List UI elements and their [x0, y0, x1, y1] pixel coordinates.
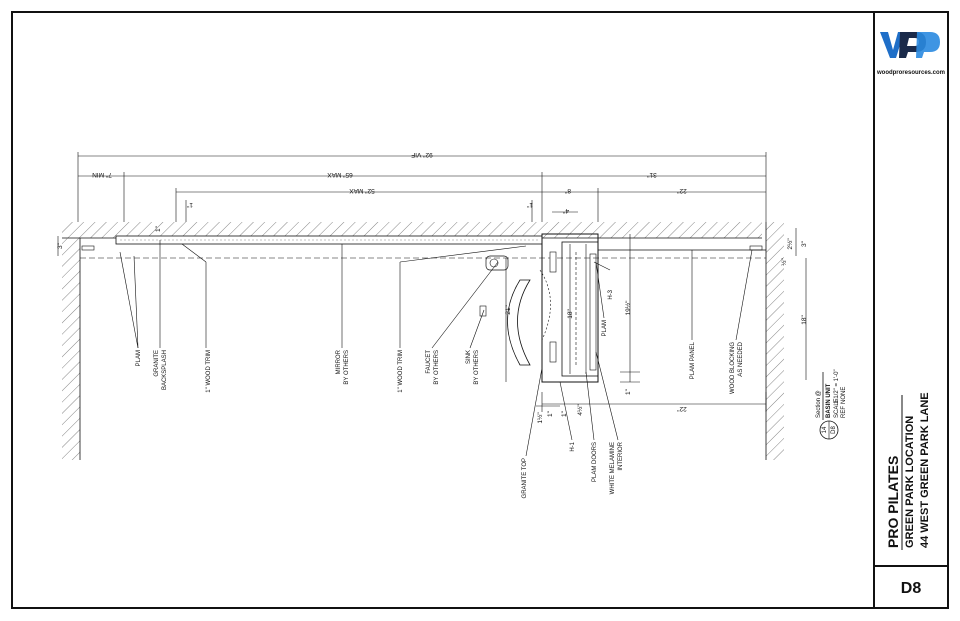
outer-border — [11, 11, 949, 609]
dim-max-65: 65" MAX — [327, 171, 353, 178]
label-h1: H-1 — [570, 441, 576, 451]
dim-min-left: 7" MIN — [92, 171, 112, 178]
dim-2-half: 2½" — [786, 238, 794, 250]
section-ref: NONE — [841, 387, 847, 404]
dim-half: ½" — [780, 257, 788, 265]
dim-1-c: 1" — [155, 225, 162, 232]
label-wood-trim-left: 1" WOOD TRIM — [206, 350, 212, 393]
label-faucet-2: BY OTHERS — [434, 350, 440, 385]
wall-left — [62, 238, 80, 460]
dim-31: 31" — [647, 171, 657, 178]
leader-lines — [119, 240, 753, 457]
dim-21: 21" — [505, 305, 512, 315]
dim-18-right: 18" — [801, 315, 808, 325]
dim-22-top: 22" — [677, 187, 687, 194]
label-granite-backsplash-1: GRANITE — [154, 350, 160, 377]
dim-3-left: 3" — [57, 242, 64, 249]
label-mirror-1: MIRROR — [336, 349, 342, 374]
dim-4-half: 4½" — [576, 404, 584, 416]
label-sink-1: SINK — [466, 350, 472, 364]
dim-1-bottom: 1" — [561, 410, 568, 417]
label-plam-cabinet: PLAM — [602, 320, 608, 336]
sink-outline — [507, 279, 531, 366]
dim-1-a: 1" — [186, 201, 193, 208]
project-address: 44 WEST GREEN PARK LANE — [919, 392, 931, 548]
section-title: BASIN UNIT — [826, 383, 832, 418]
annotation-labels: PLAM GRANITE BACKSPLASH 1" WOOD TRIM MIR… — [136, 289, 744, 498]
section-number: 14 — [822, 426, 828, 433]
dim-1-right: 1" — [625, 388, 632, 395]
dim-4: 4" — [562, 207, 569, 214]
label-white-melamine-2: INTERIOR — [618, 441, 624, 470]
label-wood-blocking-1: WOOD BLOCKING — [730, 342, 736, 394]
label-h3: H-3 — [608, 289, 614, 299]
label-mirror-2: BY OTHERS — [344, 350, 350, 385]
section-tag: 14 D8 Section @ BASIN UNIT SCALE 1-1/2" … — [816, 369, 847, 440]
dimension-texts: 92" VIF 7" MIN 65" MAX 52" MAX 31" 8" 22… — [57, 151, 808, 424]
dim-1-d: 1" — [547, 410, 554, 417]
section-sheet: D8 — [831, 426, 837, 434]
label-faucet-1: FAUCET — [426, 350, 432, 374]
dim-22-bottom: 22" — [677, 405, 687, 412]
section-scale-label: SCALE — [834, 398, 840, 418]
dim-1-b: 1" — [526, 201, 533, 208]
section-scale: 1-1/2" = 1'-0" — [834, 369, 840, 404]
dim-19-half: 19½" — [624, 300, 632, 316]
wall-right — [766, 222, 784, 460]
label-granite-backsplash-2: BACKSPLASH — [162, 350, 168, 390]
section-label: Section @ — [816, 390, 822, 418]
label-white-melamine-1: WHITE MELAMINE — [610, 442, 616, 494]
dim-18-inner: 18" — [567, 309, 574, 319]
brand-logo — [880, 32, 940, 58]
label-wood-blocking-2: AS NEEDED — [738, 341, 744, 376]
dim-max-52: 52" MAX — [349, 187, 375, 194]
dimension-lines — [57, 152, 807, 412]
sheet-number: D8 — [901, 580, 922, 597]
project-location: GREEN PARK LOCATION — [904, 416, 916, 548]
project-name: PRO PILATES — [885, 456, 901, 548]
dim-3-right: 3" — [801, 240, 808, 247]
dim-1-half-b: 1½" — [536, 412, 544, 424]
dim-overall: 92" VIF — [411, 151, 432, 158]
label-sink-2: BY OTHERS — [474, 350, 480, 385]
label-plam-doors: PLAM DOORS — [592, 442, 598, 482]
dim-8: 8" — [564, 187, 571, 194]
label-plam-panel: PLAM PANEL — [690, 341, 696, 379]
faucet-sketch — [485, 255, 509, 271]
label-plam: PLAM — [136, 350, 142, 366]
label-wood-trim-right: 1" WOOD TRIM — [398, 350, 404, 393]
label-granite-top: GRANITE TOP — [522, 458, 528, 498]
section-ref-label: REF — [841, 406, 847, 418]
website-text: woodproresources.com — [876, 70, 945, 76]
project-title-block: PRO PILATES GREEN PARK LOCATION 44 WEST … — [885, 392, 931, 548]
